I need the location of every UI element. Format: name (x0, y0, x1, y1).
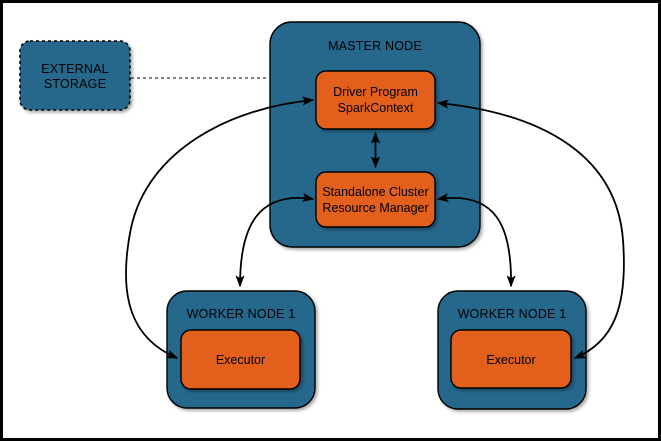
external-storage-line2: STORAGE (44, 77, 106, 91)
resource-manager-line1: Standalone Cluster (322, 185, 428, 199)
edge-resourcemanager-workerright (436, 193, 516, 288)
external-storage-box (19, 40, 131, 111)
driver-program-line2: SparkContext (338, 101, 414, 115)
executor-right-box (450, 329, 572, 389)
master-node-label: MASTER NODE (328, 39, 422, 53)
edge-driver-executorleft (125, 96, 315, 359)
driver-program-box (315, 70, 436, 130)
executor-left-box (180, 329, 301, 390)
executor-right-label: Executor (486, 353, 535, 367)
driver-program-line1: Driver Program (333, 85, 418, 99)
edge-resourcemanager-workerleft (235, 193, 315, 288)
edge-driver-executorright (436, 99, 625, 359)
resource-manager-line2: Resource Manager (322, 201, 428, 215)
worker-node-right-label: WORKER NODE 1 (458, 307, 567, 321)
executor-left-label: Executor (216, 353, 265, 367)
external-storage-line1: EXTERNAL (41, 62, 109, 76)
worker-node-left-label: WORKER NODE 1 (187, 307, 296, 321)
resource-manager-box (315, 171, 436, 228)
